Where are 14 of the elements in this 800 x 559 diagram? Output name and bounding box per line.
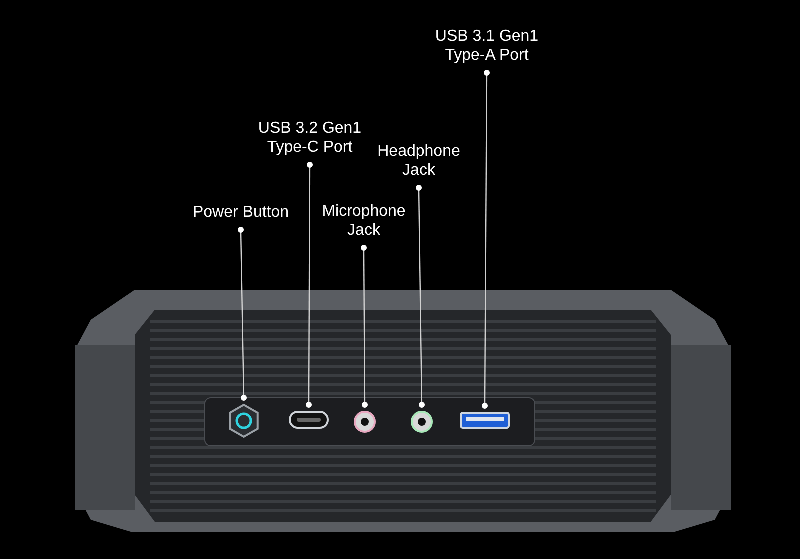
- power-button: [227, 404, 261, 438]
- leader-line: [361, 245, 368, 408]
- leader-line: [306, 162, 313, 408]
- leader-line: [238, 227, 247, 401]
- mini-pc-drawing: [75, 290, 731, 532]
- callout-label: Microphone Jack: [309, 202, 419, 240]
- callout-label: Power Button: [171, 203, 311, 222]
- usb-port: [289, 411, 329, 429]
- callout-label: USB 3.2 Gen1 Type-C Port: [255, 119, 365, 157]
- callout-label: Headphone Jack: [364, 142, 474, 180]
- leader-line: [482, 70, 490, 409]
- leader-line: [416, 185, 425, 408]
- callout-label: USB 3.1 Gen1 Type-A Port: [427, 27, 547, 65]
- usb-port: [460, 412, 510, 429]
